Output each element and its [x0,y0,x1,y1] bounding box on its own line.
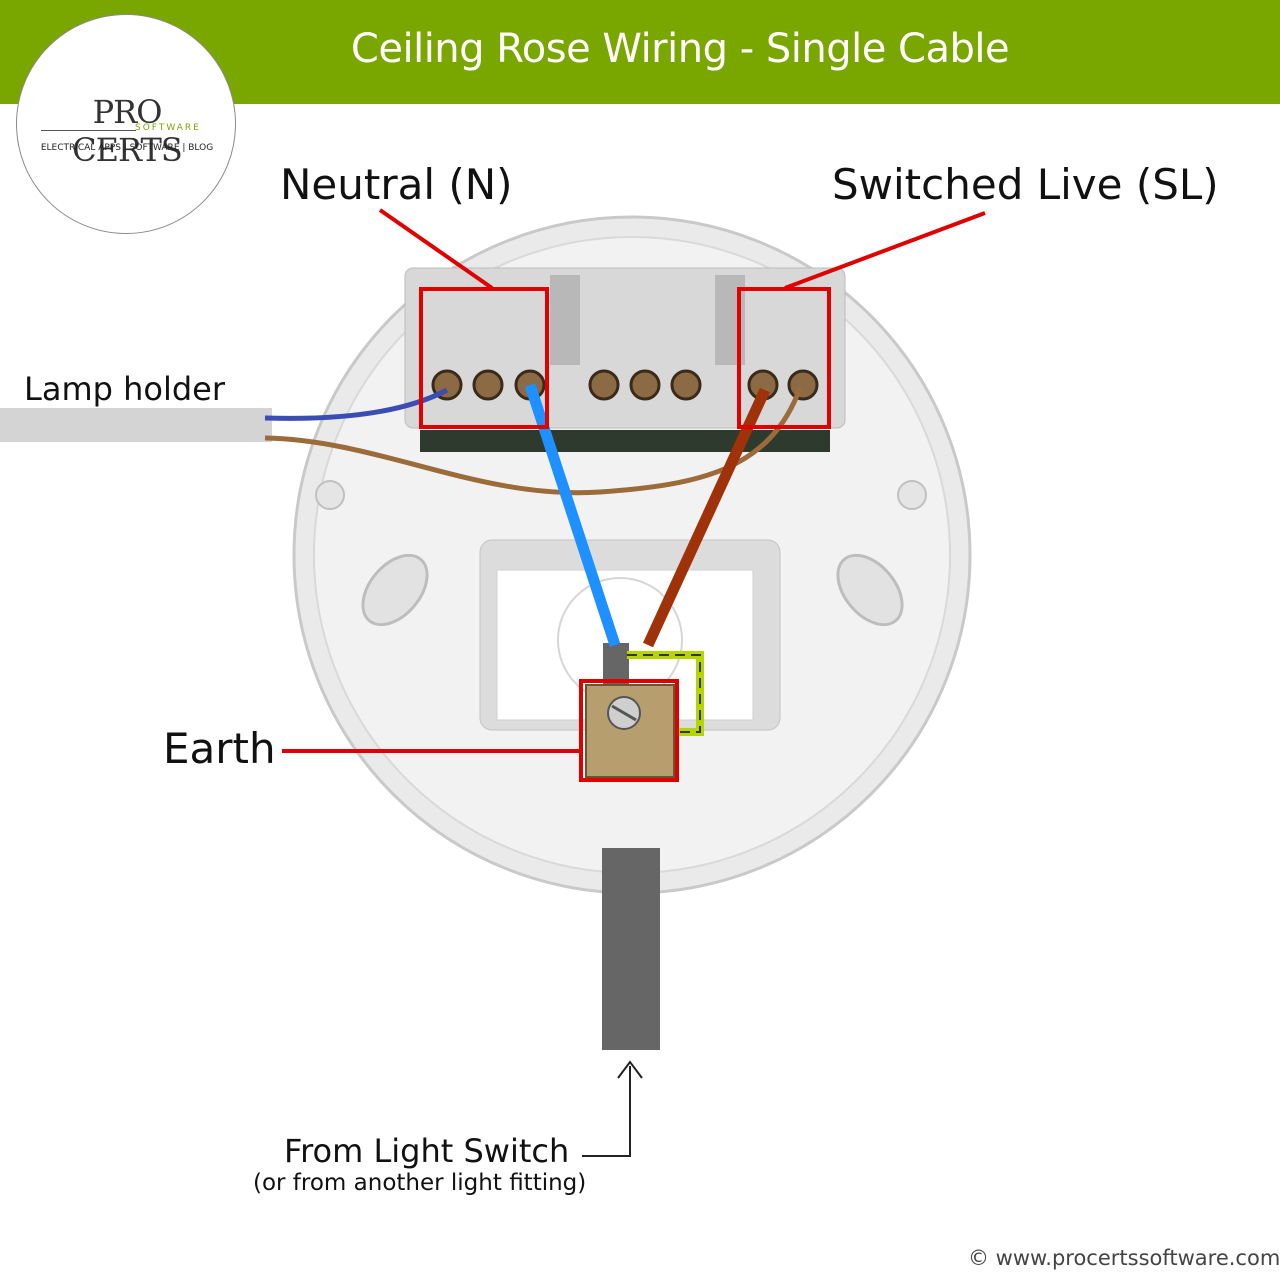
brand-logo: PRO CERTS SOFTWARE ELECTRICAL APPS | SOF… [16,14,236,234]
arrow-icon [582,1060,643,1157]
from-switch-note: (or from another light fitting) [253,1170,587,1196]
terminal-block [404,267,846,452]
lamp-holder-cable [0,387,803,496]
logo-tagline: ELECTRICAL APPS | SOFTWARE | BLOG [40,143,214,153]
lamp-holder-label: Lamp holder [24,370,225,408]
neutral-highlight-box [419,287,549,429]
highlight-annotations [282,208,986,782]
page-title: Ceiling Rose Wiring - Single Cable [350,26,1010,72]
neutral-label: Neutral (N) [280,160,513,209]
copyright-footer: © www.procertssoftware.com [968,1246,1280,1270]
switched-live-core-wire [643,387,770,648]
earth-label: Earth [163,724,276,773]
logo-name: PRO CERTS [72,93,183,169]
neutral-leader-line [378,208,494,290]
earth-terminal [585,684,675,778]
switched-live-label: Switched Live (SL) [832,160,1219,209]
from-switch-label: From Light Switch [284,1132,570,1170]
switched-live-leader-line [784,211,986,290]
switched-live-highlight-box [737,287,831,429]
earth-highlight-box [579,679,679,782]
logo-sub: SOFTWARE [135,123,201,133]
logo-rule [41,130,136,131]
